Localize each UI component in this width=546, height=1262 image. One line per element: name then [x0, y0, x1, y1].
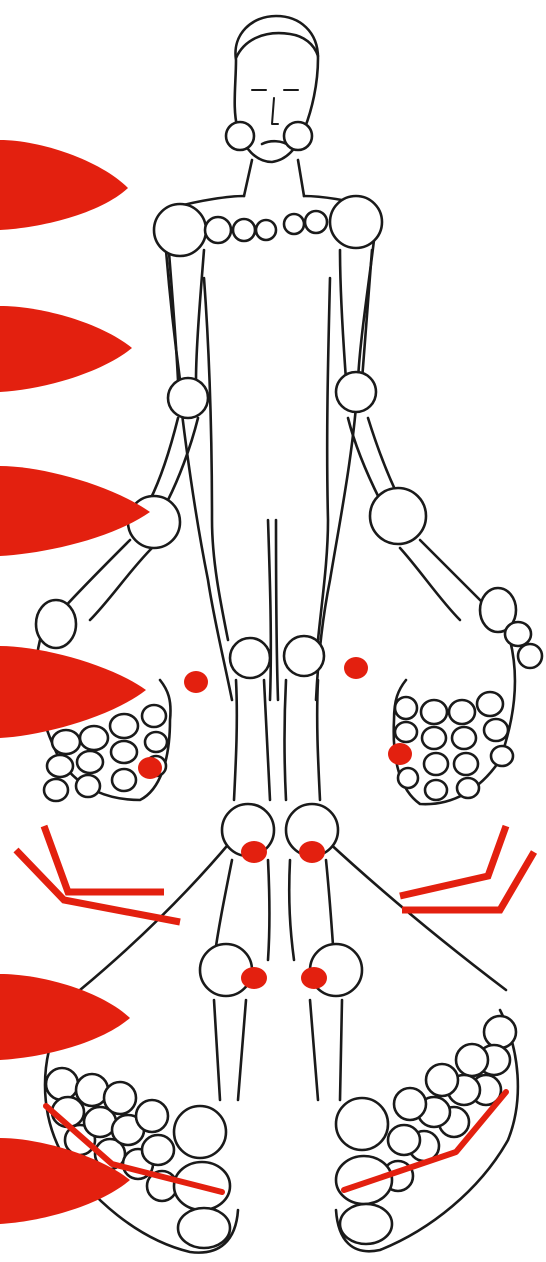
bracket-left-outer	[16, 850, 180, 922]
shoulder-joint-right	[330, 196, 382, 248]
finger-l1-b	[47, 755, 73, 777]
red-dot-ankle-right	[301, 967, 327, 989]
highlight-marker-1	[0, 140, 128, 230]
clavicle-joint-r1	[284, 214, 304, 234]
finger-l1-a	[52, 730, 80, 754]
head	[226, 16, 318, 196]
finger-r4-c	[491, 746, 513, 766]
finger-l2-b	[77, 751, 103, 773]
finger-l4-b	[145, 732, 167, 752]
big-toe-right-b	[336, 1156, 392, 1204]
toe-l3-a	[104, 1082, 136, 1114]
finger-r2-b	[422, 727, 446, 749]
clavicle-joint-l2	[233, 219, 255, 241]
red-dot-knee-left	[241, 841, 267, 863]
finger-l2-c	[76, 775, 100, 797]
red-dot-knee-right	[299, 841, 325, 863]
finger-r1-a	[395, 697, 417, 719]
big-toe-left-c	[178, 1208, 230, 1248]
thumb-tip-right-a	[505, 622, 531, 646]
red-dot-ankle-left	[241, 967, 267, 989]
toe-r3-a	[426, 1064, 458, 1096]
toe-l4-b	[142, 1135, 174, 1165]
finger-r3-b	[452, 727, 476, 749]
ear-joint-right	[284, 122, 312, 150]
upper-arm-right	[340, 250, 372, 380]
clavicle-joint-l1	[205, 217, 231, 243]
ear-joint-left	[226, 122, 254, 150]
highlight-markers	[0, 140, 150, 1224]
elbow-joint-right	[336, 372, 376, 412]
wrist-left	[62, 540, 152, 620]
toe-r1-a	[484, 1016, 516, 1048]
wrist-joint-right	[370, 488, 426, 544]
leg-right-lower	[285, 680, 321, 800]
neck	[244, 160, 304, 196]
ankle-left-lines	[214, 1000, 246, 1100]
big-toe-left-a	[174, 1106, 226, 1158]
elbow-joint-left	[168, 378, 208, 418]
big-toe-right-a	[336, 1098, 388, 1150]
hair-line	[236, 33, 318, 58]
finger-r2-a	[421, 700, 447, 724]
inner-leg-line	[268, 520, 278, 700]
toe-r2-a	[456, 1044, 488, 1076]
red-brackets	[16, 826, 534, 922]
finger-r1-c	[398, 768, 418, 788]
red-dots	[138, 657, 412, 989]
big-toe-right-c	[340, 1204, 392, 1244]
toe-r4-a	[394, 1088, 426, 1120]
highlight-marker-5	[0, 974, 130, 1060]
shoulder-joint-left	[154, 204, 206, 256]
finger-r3-d	[457, 778, 479, 798]
hip-joint-left	[230, 638, 270, 678]
finger-r2-d	[425, 780, 447, 800]
wrist-right	[400, 540, 490, 620]
nose	[272, 98, 278, 124]
toe-l1-a	[46, 1068, 78, 1100]
toe-r4-b	[388, 1125, 420, 1155]
finger-l3-c	[112, 769, 136, 791]
leg-left-lower	[234, 680, 270, 800]
hip-joint-right	[284, 636, 324, 676]
clavicle-joint-l3	[256, 220, 276, 240]
finger-r3-c	[454, 753, 478, 775]
finger-r4-b	[484, 719, 508, 741]
toe-l4-a	[136, 1100, 168, 1132]
finger-l4-a	[142, 705, 166, 727]
bracket-right-inner	[400, 826, 506, 896]
red-dot-hip-left	[184, 671, 208, 693]
red-dot-hand-right	[388, 743, 412, 765]
thumb-joint-left	[36, 600, 76, 648]
bracket-left-inner	[44, 826, 164, 892]
thumb-tip-right-b	[518, 644, 542, 668]
ankle-right-lines	[310, 1000, 342, 1100]
red-dot-hip-right	[344, 657, 368, 679]
finger-r1-b	[395, 722, 417, 742]
red-dot-hand-left	[138, 757, 162, 779]
foot-right	[336, 1010, 518, 1251]
finger-r3-a	[449, 700, 475, 724]
foot-left	[45, 1020, 238, 1253]
clavicle-joint-r2	[305, 211, 327, 233]
hand-right	[394, 588, 542, 804]
finger-r4-a	[477, 692, 503, 716]
finger-l3-a	[110, 714, 138, 738]
finger-l3-b	[111, 741, 137, 763]
finger-r2-c	[424, 753, 448, 775]
upper-arm-left	[166, 250, 204, 380]
finger-l1-c	[44, 779, 68, 801]
highlight-marker-2	[0, 306, 132, 392]
ankle-joint-left	[200, 944, 252, 996]
finger-l2-a	[80, 726, 108, 750]
